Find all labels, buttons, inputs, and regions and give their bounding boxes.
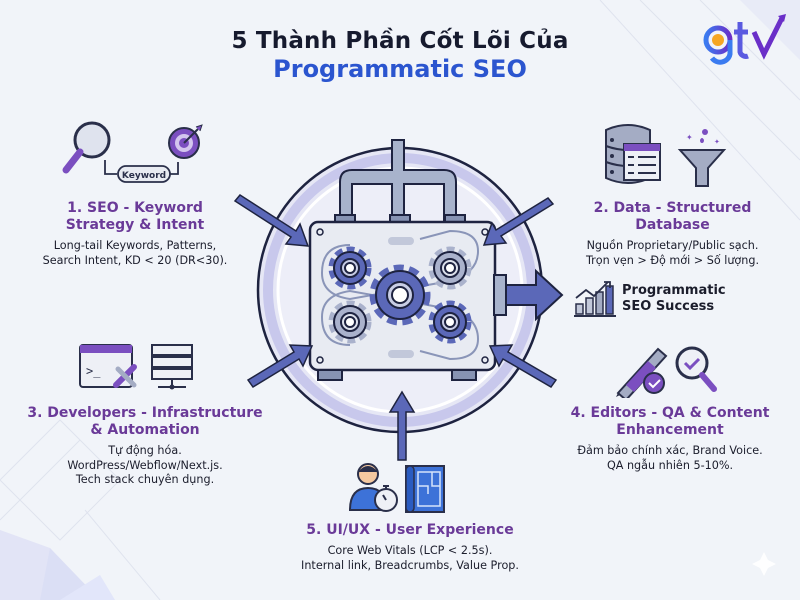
- svg-text:Keyword: Keyword: [122, 171, 166, 181]
- arrow-from-editors: [488, 344, 558, 388]
- title-line-1: 5 Thành Phần Cốt Lõi Của: [231, 28, 569, 54]
- component-description: Search Intent, KD < 20 (DR<30).: [42, 253, 228, 267]
- component-description: QA ngẫu nhiên 5-10%.: [606, 458, 734, 472]
- server-rack-icon: [151, 344, 193, 390]
- arrow-from-data: [482, 197, 555, 246]
- data-database-icons: ✦ ✦: [605, 124, 727, 187]
- component-heading: Enhancement: [616, 422, 724, 438]
- gtv-logo: [703, 14, 786, 65]
- database-icon: [605, 124, 661, 184]
- target-icon: [168, 124, 203, 159]
- component-editors: 4. Editors - QA & Content Enhancement Đả…: [545, 405, 795, 473]
- funnel-icon: ✦ ✦: [677, 129, 727, 187]
- component-heading: 1. SEO - Keyword: [67, 200, 203, 216]
- seo-keyword-icons: Keyword: [62, 121, 203, 183]
- title-line-2: Programmatic SEO: [273, 55, 527, 84]
- component-heading: Strategy & Intent: [65, 217, 205, 233]
- magnifier-icon: [62, 121, 111, 174]
- editors-icons: [616, 346, 717, 398]
- wrench-screwdriver-icon: [113, 364, 137, 388]
- output-label: Programmatic SEO Success: [622, 283, 726, 314]
- component-description: Long-tail Keywords, Patterns,: [53, 239, 217, 252]
- component-description: Tech stack chuyên dụng.: [75, 473, 215, 486]
- component-uiux: 5. UI/UX - User Experience Core Web Vita…: [280, 522, 540, 573]
- magnifier-check-icon: [675, 346, 717, 392]
- component-description: Trọn vẹn > Độ mới > Số lượng.: [585, 253, 760, 267]
- svg-text:✦: ✦: [714, 138, 720, 146]
- component-heading: 4. Editors - QA & Content: [570, 405, 770, 421]
- keyword-tag-icon: Keyword: [117, 165, 171, 183]
- svg-text:>_: >_: [86, 364, 101, 378]
- svg-text:✦: ✦: [686, 133, 693, 142]
- component-heading: Database: [635, 217, 710, 233]
- component-description: Nguồn Proprietary/Public sạch.: [586, 239, 759, 252]
- component-description: Core Web Vitals (LCP < 2.5s).: [327, 544, 493, 557]
- component-description: Tự động hóa.: [108, 444, 182, 457]
- check-badge-icon: [643, 372, 665, 394]
- developers-icons: >_: [79, 344, 193, 390]
- component-developers: 3. Developers - Infrastructure & Automat…: [20, 405, 270, 488]
- component-heading: 5. UI/UX - User Experience: [306, 522, 514, 538]
- component-heading: 3. Developers - Infrastructure: [27, 405, 263, 421]
- gear-machine-icon: [256, 139, 564, 434]
- blueprint-icon: [405, 465, 445, 513]
- pen-icon: [616, 347, 668, 398]
- arrow-from-dev: [246, 344, 314, 389]
- component-description: WordPress/Webflow/Next.js.: [67, 458, 223, 472]
- component-heading: & Automation: [90, 422, 200, 438]
- growth-chart-icon: [574, 281, 616, 317]
- component-description: Internal link, Breadcrumbs, Value Prop.: [301, 558, 519, 572]
- arrow-from-uiux: [388, 390, 416, 461]
- user-stopwatch-icon: [348, 463, 398, 512]
- uiux-icons: [348, 463, 445, 513]
- arrow-from-seo: [233, 194, 310, 247]
- component-heading: 2. Data - Structured: [593, 200, 752, 216]
- component-description: Đảm bảo chính xác, Brand Voice.: [577, 444, 763, 457]
- page-title: 5 Thành Phần Cốt Lõi Của Programmatic SE…: [0, 28, 800, 83]
- component-seo: 1. SEO - Keyword Strategy & Intent Long-…: [20, 200, 250, 268]
- terminal-window-icon: >_: [79, 344, 133, 388]
- component-data: 2. Data - Structured Database Nguồn Prop…: [555, 200, 790, 268]
